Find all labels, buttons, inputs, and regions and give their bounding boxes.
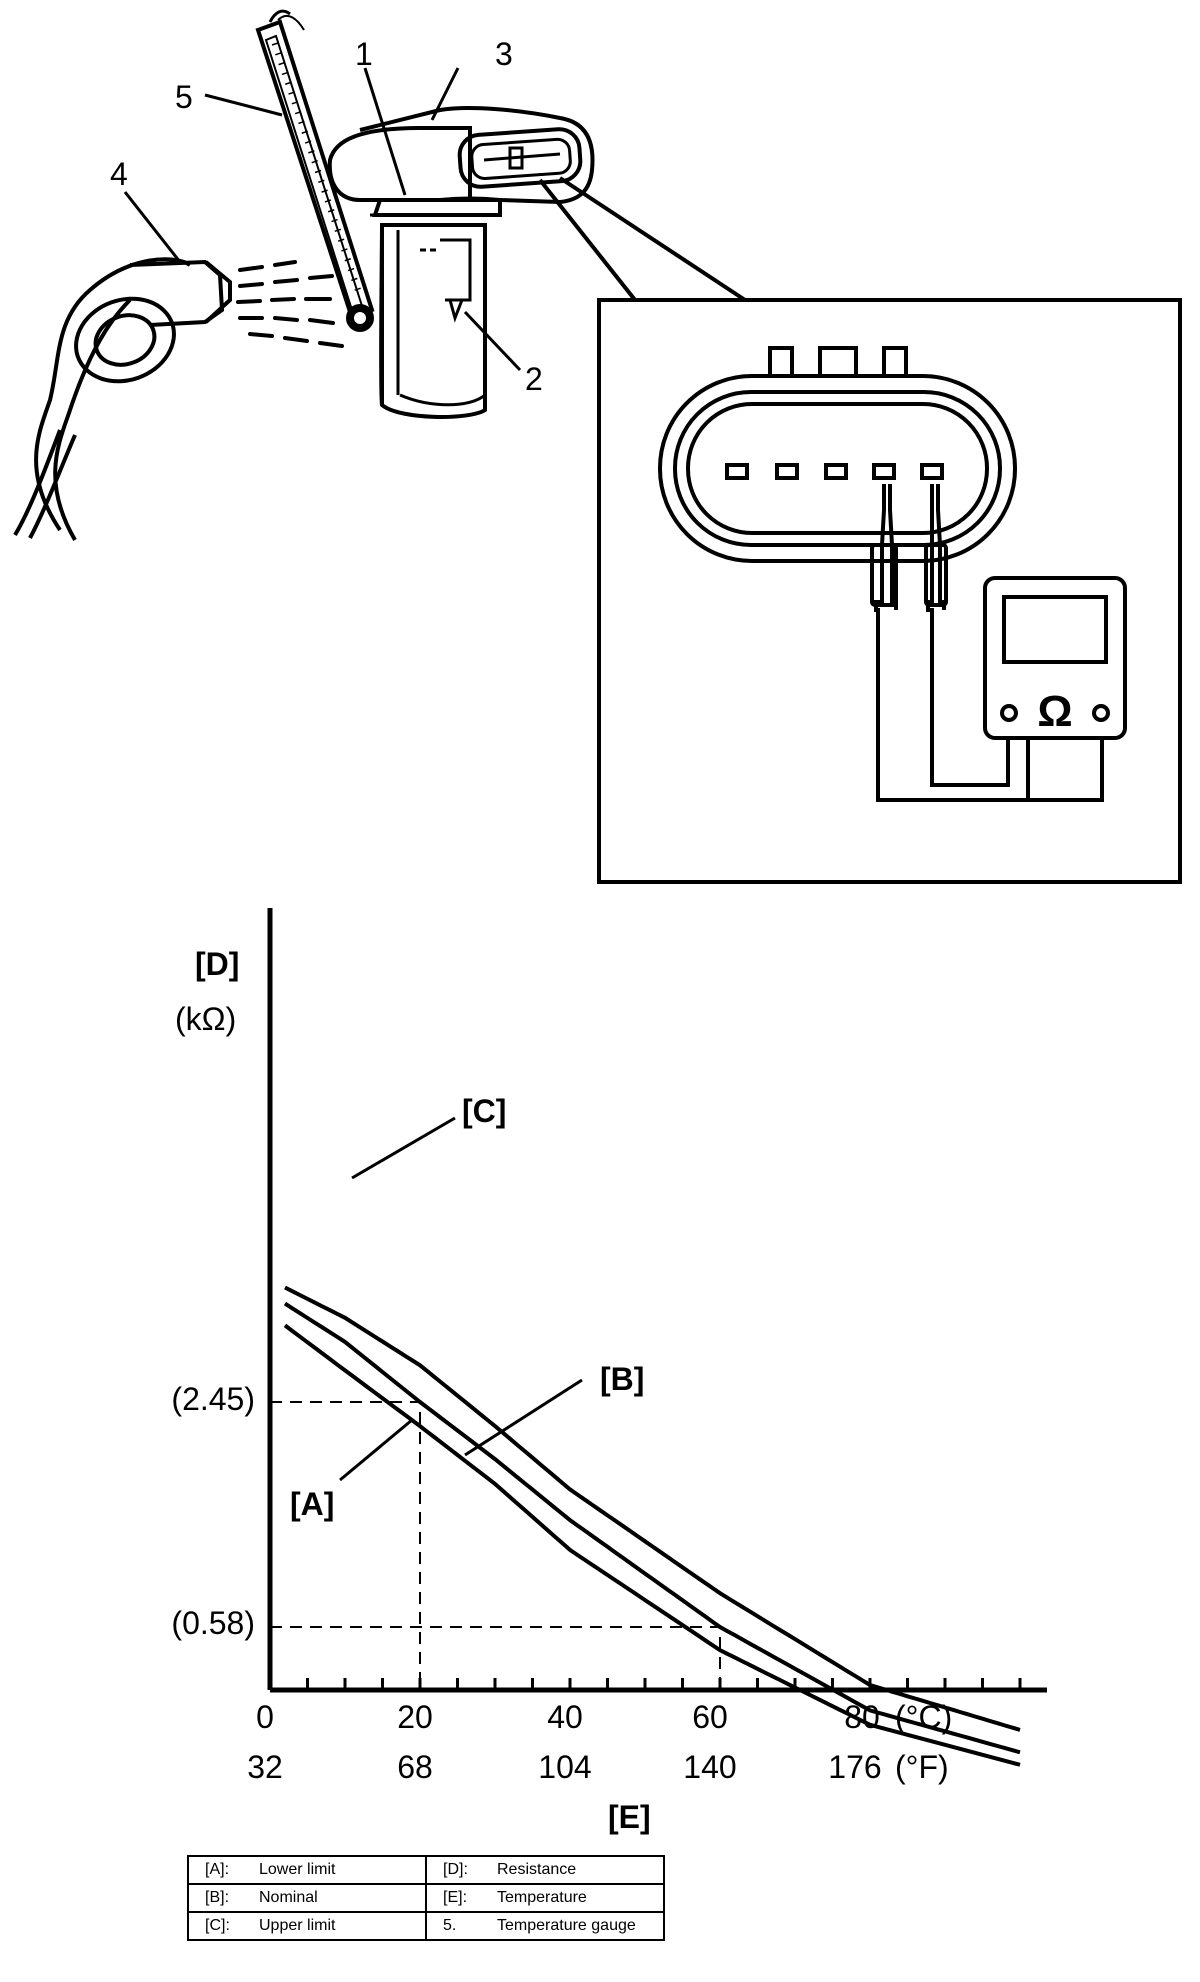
curve-leaders: [339, 1116, 583, 1482]
gauge-tick: [294, 110, 302, 115]
connector-inset: Ω: [597, 298, 1182, 884]
callout-1: 1: [355, 36, 373, 72]
callout-4: 4: [110, 156, 128, 192]
tick-f-140: 140: [683, 1749, 736, 1785]
tick-f-176: 176: [828, 1749, 881, 1785]
callout-3: 3: [495, 36, 513, 72]
gauge-tick: [304, 140, 312, 144]
curve-label-upper: [C]: [462, 1093, 506, 1129]
legend-text: Resistance: [497, 1861, 577, 1878]
legend-row: [B]: Nominal [E]: Temperature: [187, 1883, 665, 1913]
legend-code: [D]:: [443, 1861, 468, 1878]
ohm-symbol: Ω: [1037, 687, 1072, 736]
tick-c-60: 60: [692, 1699, 728, 1735]
tick-f-68: 68: [397, 1749, 433, 1785]
tick-c-20: 20: [397, 1699, 433, 1735]
tick-c-80: 80: [844, 1699, 880, 1735]
legend-cell: [E]: Temperature: [425, 1883, 665, 1913]
ohmmeter: [983, 576, 1127, 740]
gauge-tick: [318, 179, 325, 184]
gauge-tick: [298, 120, 305, 125]
graph: [267, 908, 1047, 1767]
legend-code: 5.: [443, 1917, 457, 1934]
gauge-tick: [281, 71, 289, 76]
tick-c-0: 0: [256, 1699, 274, 1735]
tick-f-32: 32: [247, 1749, 283, 1785]
gauge-tick: [288, 91, 295, 95]
gauge-tick: [354, 287, 361, 291]
air-flow-lines: [236, 260, 344, 348]
legend-text: Temperature: [497, 1889, 587, 1906]
legend-cell: [A]: Lower limit: [187, 1855, 427, 1885]
callout-lines: [123, 67, 522, 372]
legend-text: Nominal: [259, 1889, 318, 1906]
tick-f-104: 104: [538, 1749, 591, 1785]
curve-b: [283, 1301, 1021, 1755]
gauge-tick: [337, 238, 345, 242]
gauge-tick: [327, 209, 335, 213]
zoom-pointer: [538, 176, 747, 302]
legend-row: [C]: Upper limit 5. Temperature gauge: [187, 1911, 665, 1941]
sensor-connector-housing: [359, 106, 595, 205]
unit-fahrenheit: (°F): [895, 1749, 949, 1785]
gauge-tick: [308, 150, 315, 154]
legend-cell: [C]: Upper limit: [187, 1911, 427, 1941]
reference-line: [270, 1401, 421, 1690]
gauge-tick: [347, 267, 355, 272]
curve-label-lower: [A]: [290, 1486, 334, 1522]
gauge-tick: [314, 169, 322, 174]
curve-c: [284, 1285, 1021, 1732]
resistance-curves: [283, 1285, 1021, 1767]
gauge-tick: [278, 61, 285, 66]
x-axis-label: [E]: [608, 1799, 651, 1835]
tick-c-40: 40: [547, 1699, 583, 1735]
unit-celsius: (°C): [895, 1699, 952, 1735]
legend-code: [E]:: [443, 1889, 468, 1906]
gauge-tick: [321, 189, 328, 193]
gauge-tick: [271, 42, 279, 46]
gauge-tick: [301, 130, 309, 134]
legend-code: [C]:: [205, 1917, 230, 1934]
curve-label-nominal: [B]: [600, 1361, 644, 1397]
curve-a: [283, 1323, 1021, 1767]
gauge-tick: [275, 52, 282, 56]
gauge-tick: [351, 277, 358, 282]
legend-cell: [B]: Nominal: [187, 1883, 427, 1913]
gauge-tick: [331, 218, 338, 223]
gauge-tick: [334, 228, 342, 233]
y-axis-label: [D]: [195, 946, 239, 982]
ref-label-2.45: (2.45): [171, 1381, 255, 1417]
gauge-tick: [291, 101, 299, 105]
gauge-tick: [341, 248, 348, 252]
connector-pins: [725, 463, 944, 480]
legend-code: [B]:: [205, 1889, 230, 1906]
gauge-scale-ticks: [271, 42, 361, 291]
legend-row: [A]: Lower limit [D]: Resistance: [187, 1855, 665, 1885]
gauge-tick: [324, 199, 332, 203]
x-axis-ticks: [306, 1678, 1022, 1690]
ref-label-0.58: (0.58): [171, 1605, 255, 1641]
legend-text: Upper limit: [259, 1917, 336, 1934]
legend-text: Lower limit: [259, 1861, 336, 1878]
hair-dryer-illustration: [13, 257, 232, 542]
gauge-tick: [344, 258, 352, 262]
callout-2: 2: [525, 361, 543, 397]
callout-5: 5: [175, 79, 193, 115]
meter-probes: [870, 484, 1104, 802]
legend-code: [A]:: [205, 1861, 230, 1878]
legend-text: Temperature gauge: [497, 1917, 636, 1934]
legend-table: [A]: Lower limit [D]: Resistance [B]: Nomin…: [187, 1855, 665, 1941]
temperature-gauge: [255, 9, 375, 332]
connector-face: [658, 346, 1017, 563]
gauge-tick: [284, 81, 292, 85]
legend-cell: 5. Temperature gauge: [425, 1911, 665, 1941]
legend-cell: [D]: Resistance: [425, 1855, 665, 1885]
air-flow-sensor-body: [327, 126, 502, 419]
gauge-tick: [311, 159, 318, 164]
y-axis-unit: (kΩ): [175, 1001, 236, 1037]
